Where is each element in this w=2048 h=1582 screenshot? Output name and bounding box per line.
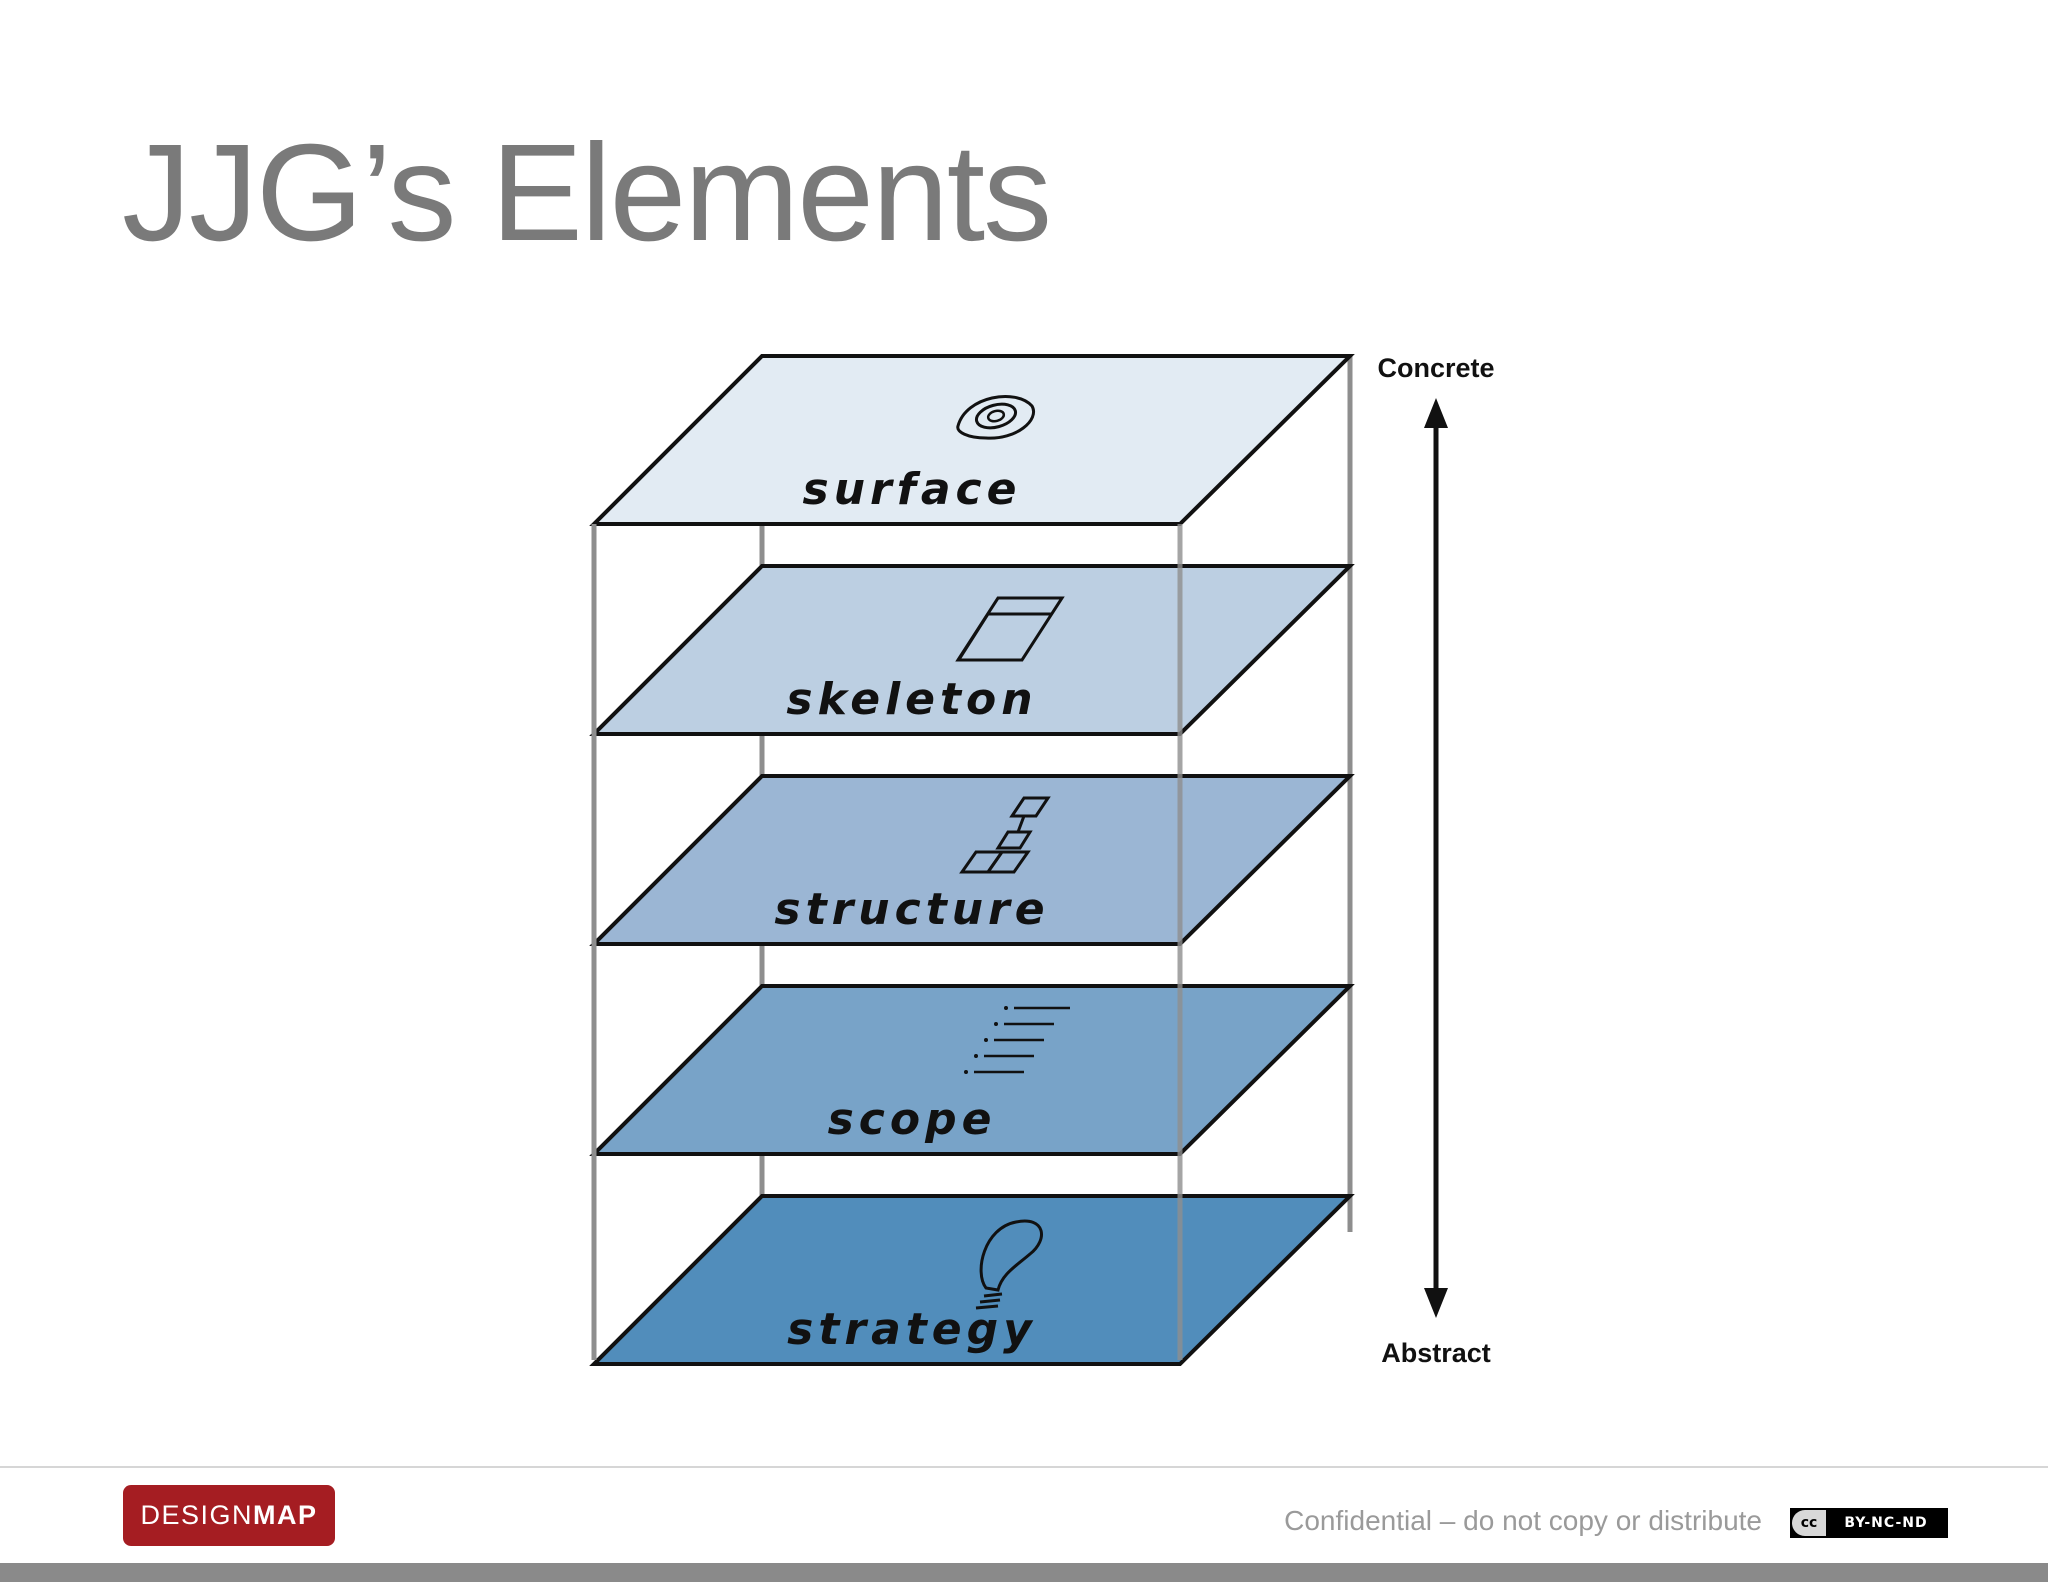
- slide-title: JJG’s Elements: [122, 116, 1052, 270]
- layer-label-surface: surface: [803, 464, 1022, 515]
- logo-word-map: MAP: [253, 1500, 318, 1530]
- bottom-bar: [0, 1563, 2048, 1582]
- confidential-notice: Confidential – do not copy or distribute: [1284, 1505, 1762, 1536]
- lightbulb-icon: [975, 1219, 1043, 1310]
- layer-label-strategy: strategy: [787, 1304, 1037, 1355]
- frame-front-posts: [591, 524, 1183, 1360]
- layer-label-skeleton: skeleton: [786, 674, 1037, 725]
- cc-icon: cc: [1792, 1510, 1826, 1536]
- sitemap-icon: [959, 796, 1051, 874]
- logo-word-design: DESIGN: [140, 1500, 254, 1530]
- layer-structure: structure: [589, 774, 1355, 946]
- layer-plane-strategy: [589, 1194, 1355, 1366]
- layer-scope: scope: [589, 984, 1355, 1156]
- list-icon: [964, 1006, 1070, 1074]
- eye-icon: [956, 394, 1036, 440]
- layer-skeleton: skeleton: [589, 564, 1355, 736]
- layer-label-scope: scope: [828, 1094, 997, 1145]
- layer-label-structure: structure: [774, 884, 1049, 935]
- axis-label-concrete: Concrete: [1377, 353, 1494, 383]
- wireframe-icon: [955, 596, 1065, 662]
- layer-surface: surface: [589, 354, 1355, 526]
- elements-diagram: strategy scope structure skeleton surface Co…: [589, 353, 1495, 1368]
- abstraction-axis: Concrete Abstract: [1377, 353, 1494, 1368]
- layer-stack: strategy scope structure skeleton surface: [589, 354, 1355, 1366]
- axis-label-abstract: Abstract: [1381, 1338, 1491, 1368]
- axis-arrow-up-icon: [1424, 398, 1448, 428]
- layer-strategy: strategy: [589, 1194, 1355, 1366]
- axis-arrow-down-icon: [1424, 1288, 1448, 1318]
- license-text: BY-NC-ND: [1844, 1515, 1928, 1531]
- cc-license-badge: cc BY-NC-ND: [1790, 1508, 1948, 1538]
- footer-divider: [0, 1466, 2048, 1468]
